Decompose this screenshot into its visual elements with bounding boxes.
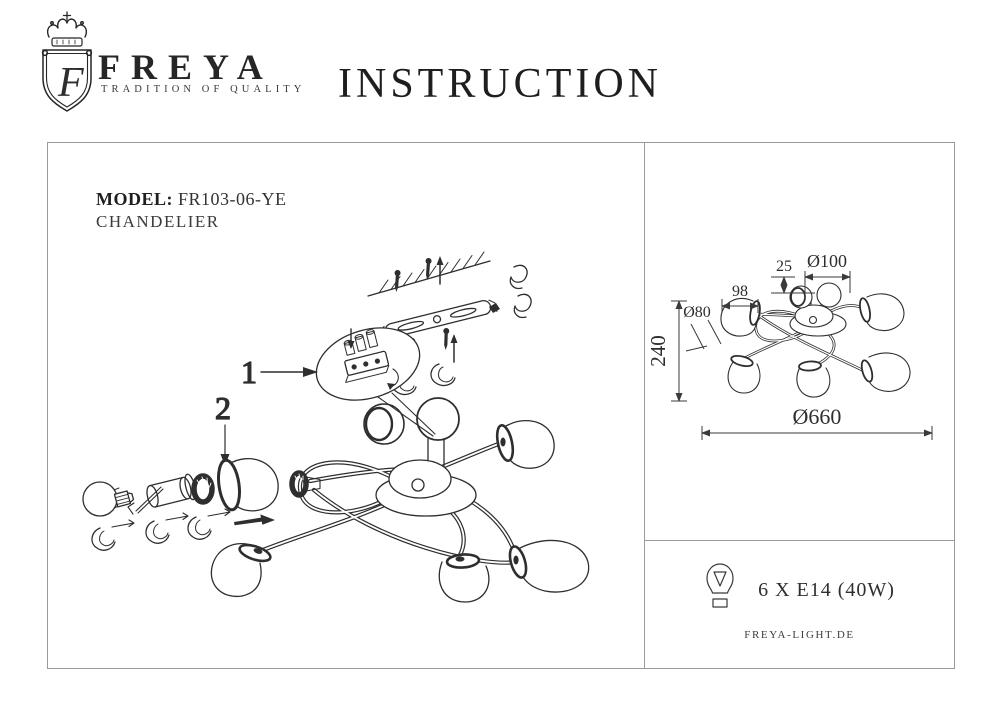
dimension-lines xyxy=(671,271,933,440)
product-type: CHANDELIER xyxy=(96,212,220,232)
page-title: INSTRUCTION xyxy=(338,61,662,107)
bulb xyxy=(82,481,135,517)
website: FREYA-LIGHT.DE xyxy=(744,629,855,641)
model-label: MODEL: xyxy=(96,189,173,209)
mounting-screws-top xyxy=(394,258,432,292)
dim-height: 240 xyxy=(646,335,670,367)
assembly-panel: MODEL: FR103-06-YE CHANDELIER xyxy=(47,142,646,669)
mini-chandelier xyxy=(720,282,911,398)
model-block: MODEL: FR103-06-YE CHANDELIER xyxy=(96,187,287,234)
wiring-detail-bubble xyxy=(315,327,436,437)
insert-arrow xyxy=(234,514,275,526)
glass-shade-exploded xyxy=(217,458,279,512)
model-value: FR103-06-YE xyxy=(178,189,287,209)
brand-tagline: TRADITION OF QUALITY xyxy=(101,84,306,95)
brand-name: FREYA xyxy=(98,47,274,87)
shade-bottom-middle xyxy=(438,553,490,603)
arm-collar xyxy=(289,470,321,498)
freya-logo-shield: F xyxy=(41,11,93,112)
dimension-drawing: Ø100 25 98 Ø80 240 Ø660 xyxy=(646,251,933,440)
lamp-socket xyxy=(146,473,197,508)
shade-bottom-right xyxy=(508,539,590,593)
top-shades xyxy=(363,397,460,445)
dim-canopy-diameter: Ø100 xyxy=(807,251,847,271)
canopy xyxy=(375,436,477,517)
dimension-labels: Ø100 25 98 Ø80 240 Ø660 xyxy=(646,251,847,429)
dimension-drawing-section: Ø100 25 98 Ø80 240 Ø660 xyxy=(645,143,954,541)
dim-overall-diameter: Ø660 xyxy=(793,404,842,429)
callout-2-label: 2 xyxy=(215,390,231,426)
spring-clips xyxy=(489,264,532,319)
hook-clips xyxy=(91,508,231,551)
dim-shade-diameter: Ø80 xyxy=(683,304,711,321)
dim-arm-width: 98 xyxy=(732,283,748,300)
lamp-spec-section: 6 X E14 (40W) FREYA-LIGHT.DE xyxy=(645,541,954,668)
crown-icon xyxy=(47,11,87,38)
assembly-drawing: 1 2 xyxy=(82,251,590,603)
callout-1-label: 1 xyxy=(241,354,257,390)
dim-canopy-drop: 25 xyxy=(776,258,792,275)
shade-upper-right xyxy=(495,419,555,469)
logo-letter: F xyxy=(57,60,84,106)
bulb-icon xyxy=(706,563,734,608)
lamp-spec: 6 X E14 (40W) xyxy=(758,578,895,601)
shade-lower-left xyxy=(210,543,272,598)
dimensions-panel: Ø100 25 98 Ø80 240 Ø660 6 X E xyxy=(644,142,955,669)
threaded-ring xyxy=(191,473,215,505)
